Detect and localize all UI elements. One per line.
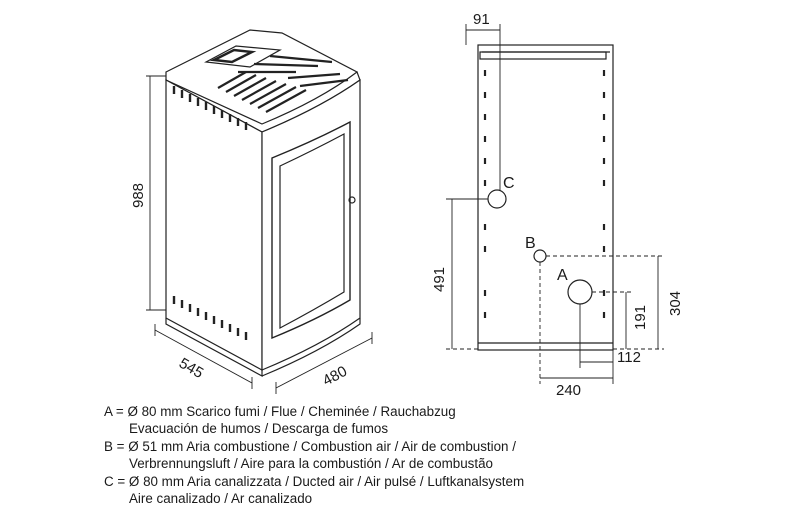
side-view-outline — [477, 44, 614, 351]
connection-b-label: B — [525, 235, 536, 252]
dim-height-total: 988 — [130, 183, 147, 208]
connection-c-label: C — [503, 175, 515, 192]
stove-door — [271, 120, 351, 340]
dim-height-a: 191 — [632, 305, 649, 330]
side-view-edge-vents — [483, 70, 606, 318]
dim-width-base: 480 — [320, 363, 350, 390]
legend: A = Ø 80 mm Scarico fumi / Flue / Chemin… — [104, 403, 704, 507]
dim-top-offset: 91 — [473, 11, 490, 28]
stove-base — [165, 318, 263, 378]
dim-height-a-total: 304 — [667, 291, 684, 316]
side-view-top-lip — [479, 51, 607, 60]
stove-left-side — [165, 78, 263, 372]
door-handle — [348, 196, 356, 204]
legend-b-line1: B = Ø 51 mm Aria combustione / Combustio… — [104, 438, 516, 454]
legend-c-line2: Aire canalizado / Ar canalizado — [129, 491, 313, 507]
iso-dimension-lines — [146, 75, 373, 394]
dim-depth-base: 545 — [176, 355, 206, 382]
stove-front-panel — [261, 78, 361, 371]
stove-door-glass — [279, 133, 345, 329]
connection-a-label: A — [557, 267, 568, 284]
stove-base-front — [261, 318, 361, 377]
side-vents-bottom — [172, 296, 248, 340]
dim-offset-a: 112 — [617, 349, 641, 366]
legend-c-line1: C = Ø 80 mm Aria canalizzata / Ducted ai… — [104, 473, 525, 489]
control-display — [209, 48, 257, 64]
top-grille — [217, 54, 349, 113]
side-dimension-lines — [446, 24, 664, 384]
stove-isometric-view — [165, 29, 361, 378]
legend-b-line2: Verbrennungsluft / Aire para la combusti… — [129, 456, 493, 472]
side-vents-top — [172, 86, 248, 130]
legend-a-line2: Evacuación de humos / Descarga de fumos — [129, 421, 389, 437]
dim-height-c: 491 — [431, 267, 448, 292]
legend-a-line1: A = Ø 80 mm Scarico fumi / Flue / Chemin… — [104, 404, 456, 419]
dim-offset-b: 240 — [556, 382, 581, 399]
stove-side-view — [477, 44, 614, 351]
